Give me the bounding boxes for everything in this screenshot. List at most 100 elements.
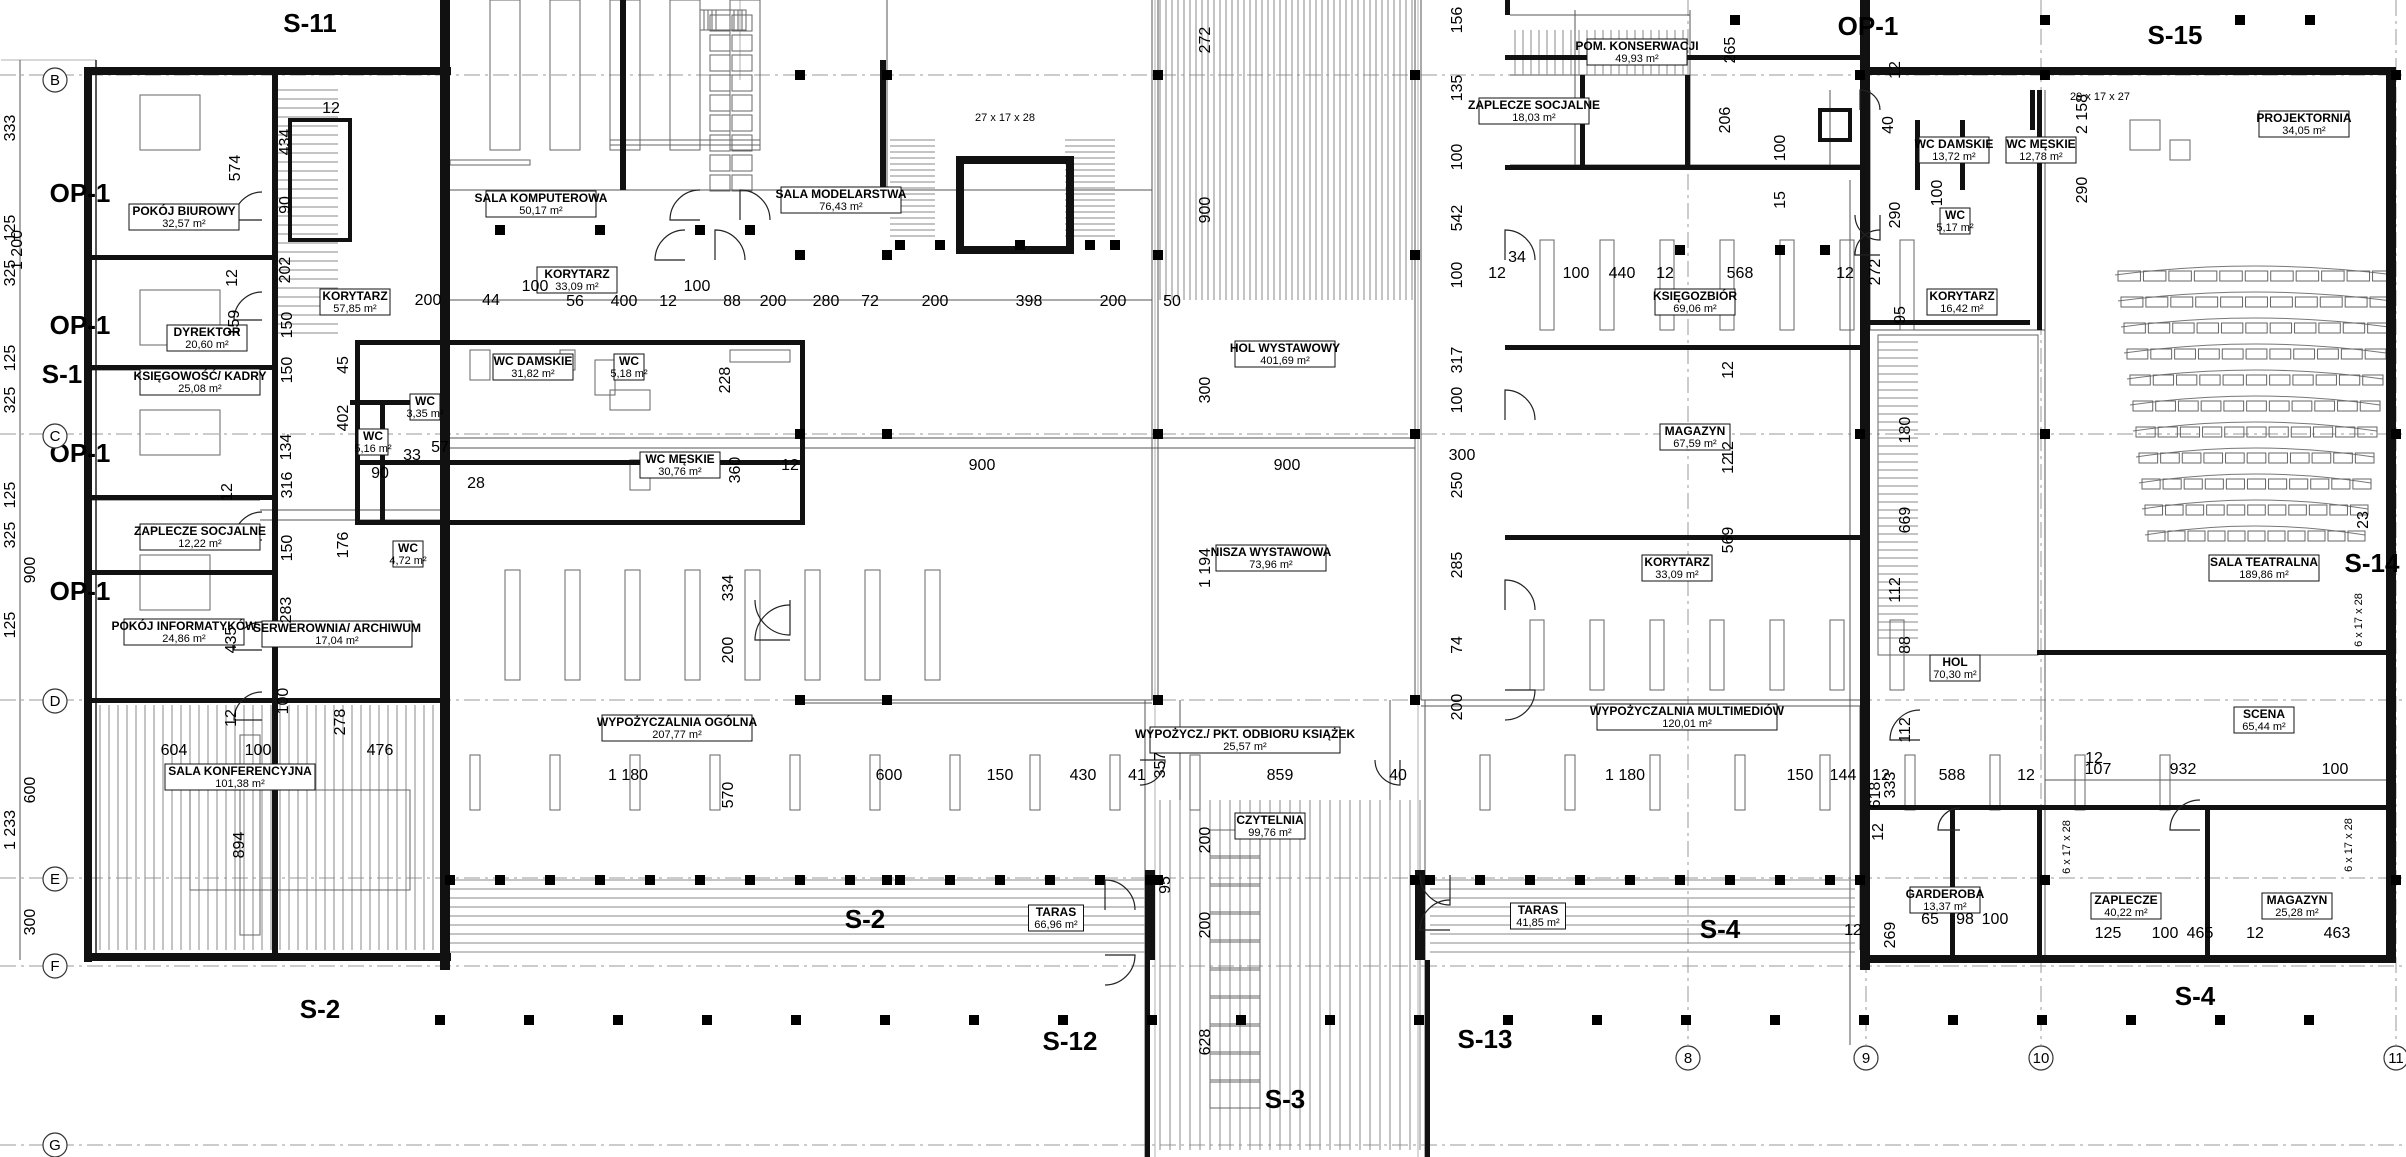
column <box>1730 15 1740 25</box>
seat <box>2245 348 2268 360</box>
room-name: SALA KONFERENCYJNA <box>168 764 312 778</box>
wall <box>1145 870 1155 960</box>
room-label-box <box>128 203 240 231</box>
dimension-label: 72 <box>861 293 879 310</box>
column <box>1045 875 1055 885</box>
seat <box>2168 270 2192 282</box>
shelf <box>2074 754 2086 811</box>
chair <box>715 9 747 31</box>
room-label-box <box>2261 892 2333 920</box>
bench <box>609 139 761 146</box>
seat <box>2226 504 2246 516</box>
column <box>1058 1015 1068 1025</box>
door-swing <box>1104 879 1136 911</box>
seat <box>2287 530 2306 542</box>
room-area: 120,01 m² <box>1662 718 1712 730</box>
room-name: SALA TEATRALNA <box>2210 555 2318 569</box>
seat <box>2342 322 2366 334</box>
dimension-label: 100 <box>1772 135 1789 162</box>
room-area: 12,78 m² <box>2019 151 2063 163</box>
room-name: WC <box>1945 208 1965 222</box>
desk <box>139 409 221 456</box>
column <box>595 875 605 885</box>
shelf <box>629 754 641 811</box>
column <box>1153 875 1163 885</box>
seat <box>2329 504 2348 516</box>
column <box>2040 429 2050 439</box>
chair <box>731 74 753 92</box>
shelf <box>564 569 581 681</box>
chair <box>731 54 753 72</box>
dimension-label: 33 <box>403 447 421 464</box>
wall <box>1415 870 1425 960</box>
column <box>1414 1015 1424 1025</box>
table <box>1209 1053 1261 1081</box>
room-area: 33,09 m² <box>555 281 599 293</box>
column <box>1425 875 1435 885</box>
seat <box>2293 348 2316 360</box>
room-name: KORYTARZ <box>1644 555 1709 569</box>
seat <box>2269 296 2293 308</box>
room-label-box <box>1234 812 1306 840</box>
dimension-label: 180 <box>1897 417 1914 444</box>
dimension-label: 325 <box>2 387 19 414</box>
dimension-label: 50 <box>1163 293 1181 310</box>
grid-bubble <box>2028 1045 2054 1071</box>
seat <box>2223 400 2245 412</box>
seat <box>2199 374 2221 386</box>
dimension-label: 280 <box>813 293 840 310</box>
chair <box>731 174 753 192</box>
shelf <box>684 569 701 681</box>
seat <box>2165 504 2184 516</box>
dimension-label: 12 <box>2085 750 2103 767</box>
seat <box>2333 452 2353 464</box>
seat <box>2227 530 2246 542</box>
column <box>882 695 892 705</box>
door-swing <box>669 189 701 221</box>
room-area: 40,22 m² <box>2104 907 2148 919</box>
room-area: 207,77 m² <box>652 729 702 741</box>
dimension-label: 325 <box>2 260 19 287</box>
column <box>880 1015 890 1025</box>
wall <box>84 365 274 370</box>
column <box>1775 245 1785 255</box>
wall <box>620 0 626 190</box>
section-label: S-15 <box>2148 20 2203 50</box>
shelf <box>1904 754 1916 811</box>
room-label-box <box>1596 703 1778 731</box>
column <box>1153 429 1163 439</box>
column <box>1675 245 1685 255</box>
dimension-label: 570 <box>720 782 737 809</box>
wall <box>355 340 805 345</box>
dimension-label: 269 <box>1882 922 1899 949</box>
dimension-label: 272 <box>1867 259 1884 286</box>
shelf <box>1819 754 1831 811</box>
dimension-label: 100 <box>1982 911 2009 928</box>
dimension-label: 1 180 <box>608 767 648 784</box>
dimension-label: 440 <box>1609 265 1636 282</box>
shelf <box>549 754 561 811</box>
wall <box>355 460 805 465</box>
chair <box>731 114 753 132</box>
dimension-label: 135 <box>1449 75 1466 102</box>
dimension-label: 12 <box>1488 265 1506 282</box>
shelf <box>1539 239 1555 331</box>
seat <box>2170 296 2194 308</box>
dimension-label: 569 <box>1720 527 1737 554</box>
wall <box>1685 75 1690 170</box>
room-name: NISZA WYSTAWOWA <box>1211 545 1332 559</box>
shelf <box>1189 754 1201 811</box>
door-swing <box>1504 229 1536 261</box>
room-area: 13,37 m² <box>1923 901 1967 913</box>
room-area: 30,76 m² <box>658 466 702 478</box>
dimension-label: 125 <box>2 215 19 242</box>
wall <box>2037 90 2042 330</box>
table <box>189 789 411 891</box>
elevator-shaft <box>956 156 1074 254</box>
column <box>2040 70 2050 80</box>
column <box>1410 250 1420 260</box>
seat <box>2126 348 2149 360</box>
shelf <box>1779 239 1795 331</box>
dimension-label: 12 <box>224 269 241 287</box>
column <box>1820 245 1830 255</box>
